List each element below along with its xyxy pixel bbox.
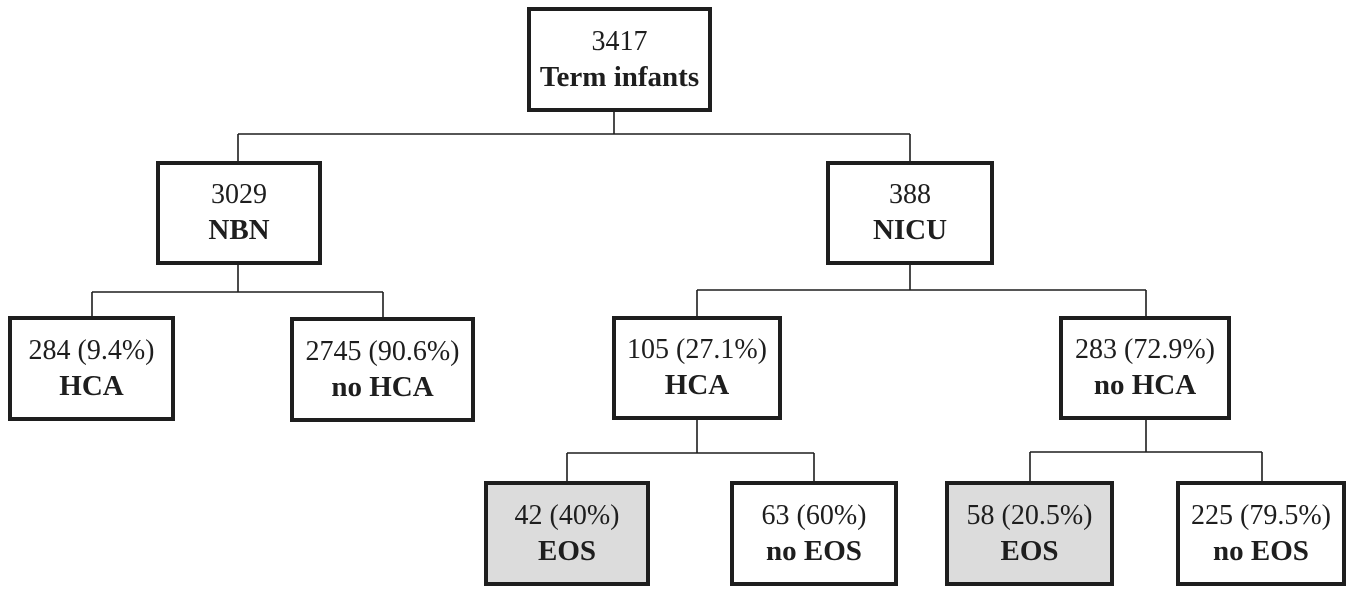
term-infants-label: Term infants [539, 60, 700, 93]
nohca-no-eos-box: 225 (79.5%) no EOS [1176, 481, 1346, 586]
nicu-count: 388 [889, 179, 931, 211]
nicu-hca-label: HCA [664, 369, 730, 402]
term-infants-count: 3417 [591, 25, 648, 57]
nicu-box: 388 NICU [826, 161, 994, 265]
connector-hca-split [566, 420, 815, 481]
nbn-count: 3029 [211, 179, 267, 211]
nicu-no-hca-box: 283 (72.9%) no HCA [1059, 316, 1231, 420]
connector-nicu-split [696, 265, 1147, 316]
nohca-eos-box: 58 (20.5%) EOS [945, 481, 1114, 586]
nbn-no-hca-count: 2745 (90.6%) [305, 335, 460, 367]
nbn-hca-label: HCA [59, 369, 124, 402]
nbn-no-hca-label: no HCA [331, 370, 434, 403]
nbn-hca-box: 284 (9.4%) HCA [8, 316, 175, 421]
hca-eos-count: 42 (40%) [514, 499, 620, 531]
connector-root-split [237, 112, 911, 161]
hca-no-eos-label: no EOS [766, 534, 862, 567]
term-infants-box: 3417 Term infants [527, 7, 712, 112]
hca-eos-box: 42 (40%) EOS [484, 481, 650, 586]
nbn-label: NBN [208, 214, 270, 247]
nicu-no-hca-label: no HCA [1093, 369, 1197, 402]
hca-no-eos-box: 63 (60%) no EOS [730, 481, 898, 586]
nohca-eos-count: 58 (20.5%) [966, 499, 1093, 531]
nbn-box: 3029 NBN [156, 161, 322, 265]
nbn-no-hca-box: 2745 (90.6%) no HCA [290, 317, 475, 422]
nohca-no-eos-count: 225 (79.5%) [1191, 499, 1331, 531]
hca-eos-label: EOS [537, 534, 597, 567]
nbn-hca-count: 284 (9.4%) [28, 334, 155, 366]
nicu-hca-box: 105 (27.1%) HCA [612, 316, 782, 420]
nohca-no-eos-label: no EOS [1213, 534, 1309, 567]
connector-nbn-split [91, 265, 384, 317]
nohca-eos-label: EOS [1000, 534, 1059, 567]
connector-nohca-split [1029, 420, 1263, 481]
nicu-no-hca-count: 283 (72.9%) [1075, 334, 1215, 366]
hca-no-eos-count: 63 (60%) [761, 499, 867, 531]
nicu-hca-count: 105 (27.1%) [627, 334, 767, 366]
nicu-label: NICU [872, 214, 948, 247]
